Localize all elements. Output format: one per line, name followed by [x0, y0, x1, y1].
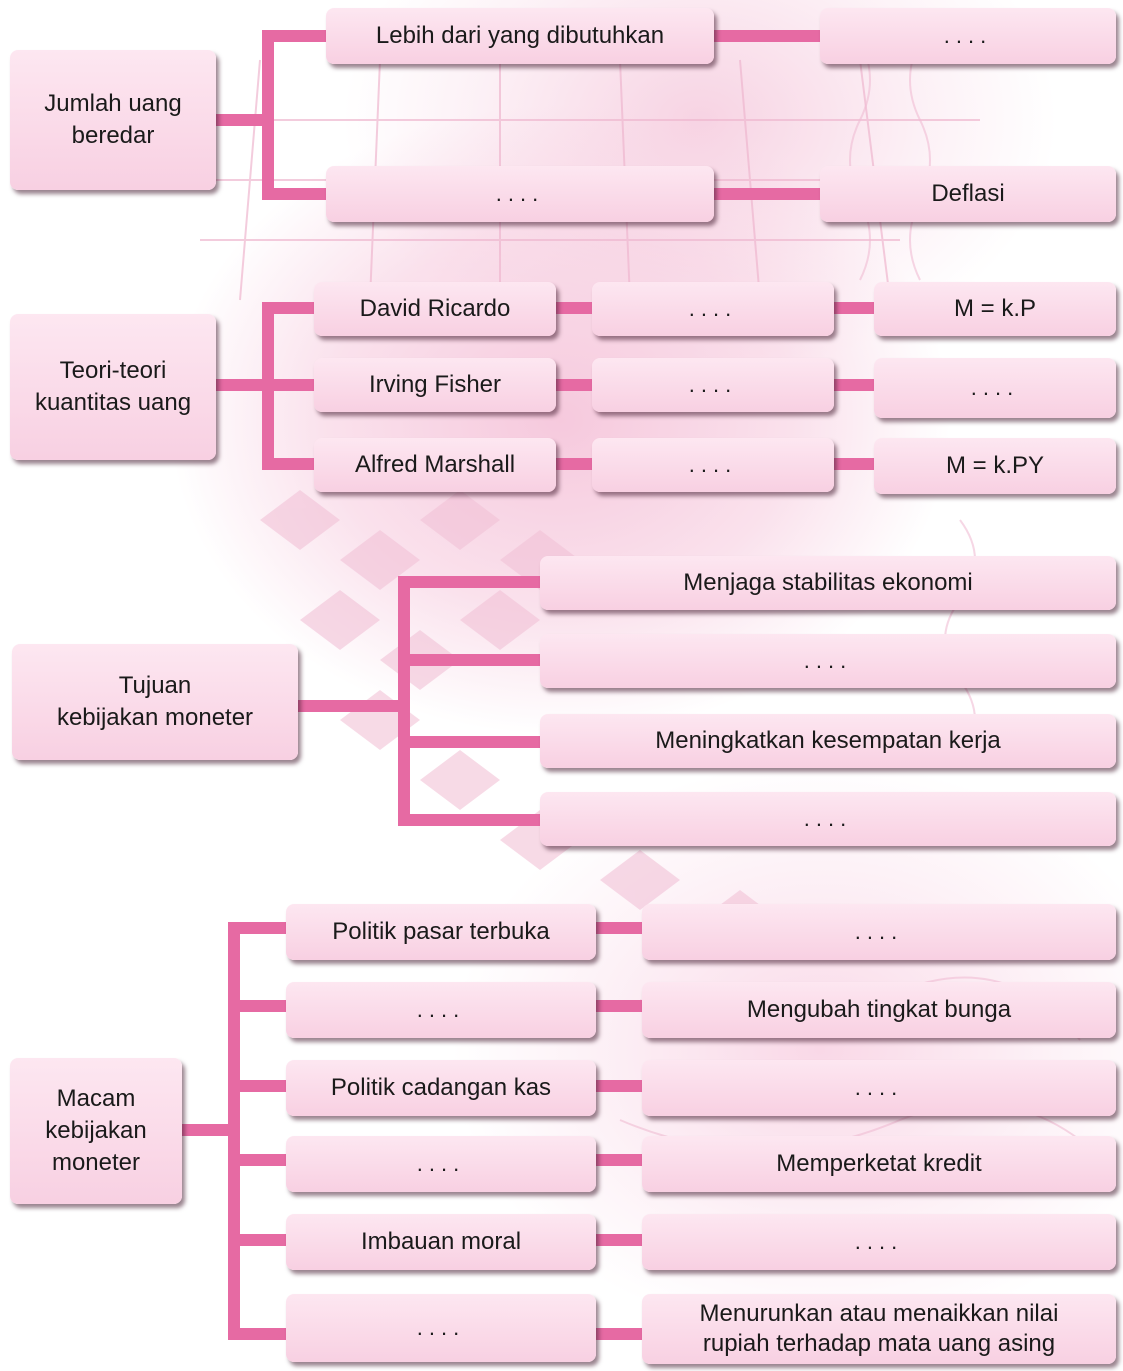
teori-row1-formula-box: M = k.P — [874, 282, 1116, 336]
jumlah-uang-top-result-box: .... — [820, 8, 1116, 64]
teori-row1-name: David Ricardo — [359, 295, 511, 322]
tujuan-item4-box: .... — [540, 792, 1116, 846]
teori-row3-name: Alfred Marshall — [354, 451, 516, 478]
macam-row2-right-box: Mengubah tingkat bunga — [642, 982, 1116, 1038]
tujuan-root-box: Tujuan kebijakan moneter — [12, 644, 298, 760]
teori-row3-middle-box: .... — [592, 438, 834, 492]
jumlah-uang-bottom-result-label: Deflasi — [931, 180, 1005, 207]
jumlah-uang-top-result-label: .... — [943, 23, 993, 48]
teori-row2-formula-box: .... — [874, 358, 1116, 418]
macam-row4-left: .... — [416, 1151, 466, 1176]
macam-root-label: Macam kebijakan moneter — [45, 1085, 147, 1176]
macam-row2-right: Mengubah tingkat bunga — [746, 996, 1012, 1023]
tujuan-item3-label: Meningkatkan kesempatan kerja — [655, 727, 1001, 754]
teori-row2-middle: .... — [688, 372, 738, 397]
teori-row2-formula: .... — [970, 375, 1020, 400]
teori-row3-formula: M = k.PY — [945, 452, 1045, 479]
macam-row2-left-box: .... — [286, 982, 596, 1038]
macam-row4-right: Memperketat kredit — [776, 1150, 982, 1177]
tujuan-item3-box: Meningkatkan kesempatan kerja — [540, 714, 1116, 768]
tujuan-item1-label: Menjaga stabilitas ekonomi — [683, 569, 973, 596]
macam-row1-right-box: .... — [642, 904, 1116, 960]
macam-row1-right: .... — [854, 919, 904, 944]
teori-row2-name: Irving Fisher — [368, 371, 502, 398]
macam-row5-right: .... — [854, 1229, 904, 1254]
macam-row5-left: Imbauan moral — [360, 1228, 522, 1255]
tujuan-item2-box: .... — [540, 634, 1116, 688]
teori-root-box: Teori-teori kuantitas uang — [10, 314, 216, 460]
macam-row6-right: Menurunkan atau menaikkan nilai rupiah t… — [699, 1300, 1059, 1357]
macam-row2-left: .... — [416, 997, 466, 1022]
macam-row5-left-box: Imbauan moral — [286, 1214, 596, 1270]
jumlah-uang-bottom-result-box: Deflasi — [820, 166, 1116, 222]
jumlah-uang-top-branch-label: Lebih dari yang dibutuhkan — [375, 22, 665, 49]
teori-row2-name-box: Irving Fisher — [314, 358, 556, 412]
macam-row3-right: .... — [854, 1075, 904, 1100]
teori-row1-middle-box: .... — [592, 282, 834, 336]
teori-row3-name-box: Alfred Marshall — [314, 438, 556, 492]
macam-row3-left-box: Politik cadangan kas — [286, 1060, 596, 1116]
tujuan-item1-box: Menjaga stabilitas ekonomi — [540, 556, 1116, 610]
teori-row2-middle-box: .... — [592, 358, 834, 412]
macam-row1-left-box: Politik pasar terbuka — [286, 904, 596, 960]
macam-row3-left: Politik cadangan kas — [330, 1074, 552, 1101]
jumlah-uang-root-box: Jumlah uang beredar — [10, 50, 216, 190]
macam-row4-left-box: .... — [286, 1136, 596, 1192]
macam-row6-left-box: .... — [286, 1294, 596, 1362]
jumlah-uang-bottom-branch-label: .... — [495, 181, 545, 206]
macam-row3-right-box: .... — [642, 1060, 1116, 1116]
teori-row1-formula: M = k.P — [953, 295, 1037, 322]
teori-row1-middle: .... — [688, 296, 738, 321]
macam-row6-left: .... — [416, 1315, 466, 1340]
jumlah-uang-bottom-branch-box: .... — [326, 166, 714, 222]
macam-row1-left: Politik pasar terbuka — [332, 918, 550, 945]
tujuan-item2-label: .... — [803, 648, 853, 673]
macam-row4-right-box: Memperketat kredit — [642, 1136, 1116, 1192]
teori-row3-middle: .... — [688, 452, 738, 477]
macam-row6-right-box: Menurunkan atau menaikkan nilai rupiah t… — [642, 1294, 1116, 1364]
macam-root-box: Macam kebijakan moneter — [10, 1058, 182, 1204]
tujuan-root-label: Tujuan kebijakan moneter — [56, 672, 254, 731]
jumlah-uang-top-branch-box: Lebih dari yang dibutuhkan — [326, 8, 714, 64]
teori-row1-name-box: David Ricardo — [314, 282, 556, 336]
macam-row5-right-box: .... — [642, 1214, 1116, 1270]
teori-root-label: Teori-teori kuantitas uang — [34, 357, 192, 416]
tujuan-item4-label: .... — [803, 806, 853, 831]
jumlah-uang-root-label: Jumlah uang beredar — [44, 90, 182, 149]
teori-row3-formula-box: M = k.PY — [874, 438, 1116, 494]
